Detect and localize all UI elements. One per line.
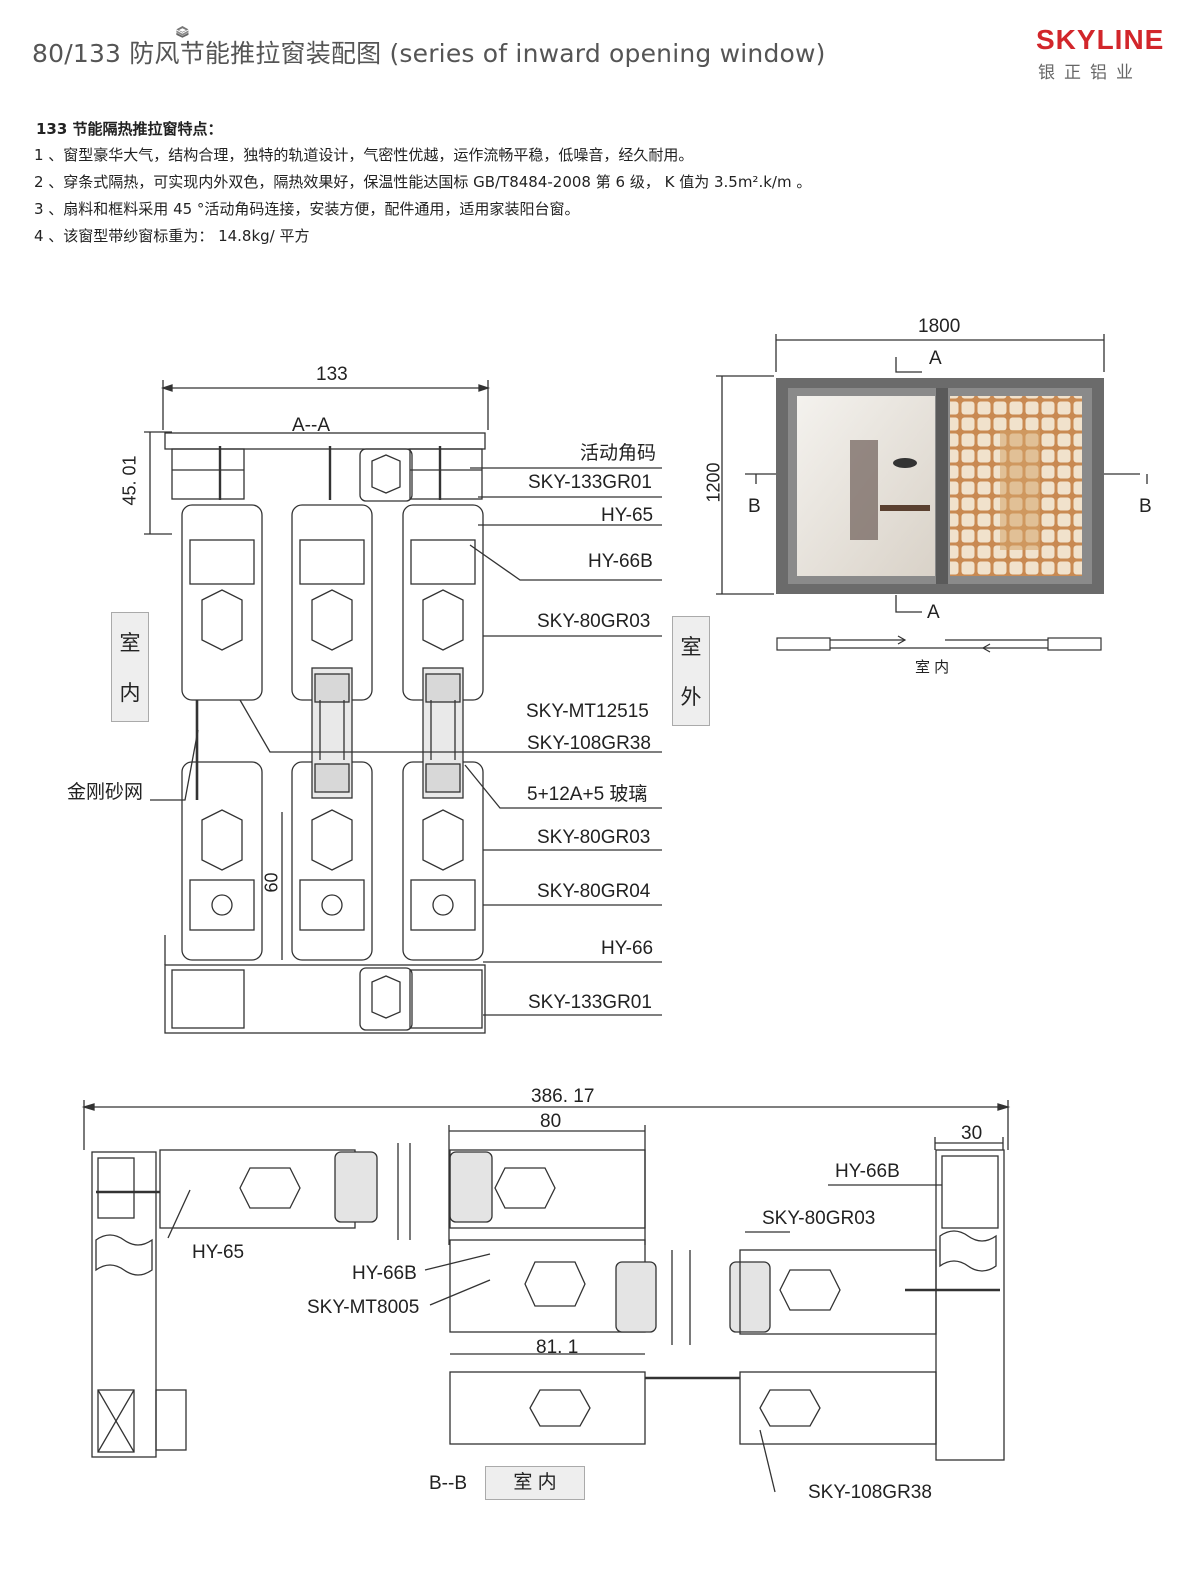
elev-mark-a: A [929,348,942,369]
aa-section-label: A--A [292,415,330,436]
aa-part-label: HY-65 [601,505,654,526]
bb-dim-80: 80 [540,1111,562,1132]
aa-dim-width: 133 [316,364,348,385]
outdoor-char: 室 [680,635,702,659]
aa-part-label: SKY-80GR04 [537,881,651,902]
aa-part-label: 5+12A+5 玻璃 [527,784,648,805]
elev-mark-a: A [927,602,940,623]
aa-part-label: HY-66B [588,551,653,572]
bb-indoor-tag: 室 内 [485,1466,585,1500]
bb-dim-30: 30 [961,1123,983,1144]
aa-part-label: HY-66 [601,938,654,959]
window-elevation [716,334,1148,653]
section-aa-drawing [144,380,662,1034]
elev-mark-b: B [748,496,761,517]
elev-mark-b: B [1139,496,1152,517]
bb-section-label: B--B [429,1473,467,1494]
aa-part-label: 活动角码 [580,443,657,464]
bb-dim-81: 81. 1 [536,1337,579,1358]
aa-dim-height: 45. 01 [119,455,140,506]
feature-item: 3 、扇料和框料采用 45 °活动角码连接，安装方便，配件通用，适用家装阳台窗。 [34,200,580,218]
feature-item: 4 、该窗型带纱窗标重为： 14.8kg/ 平方 [34,227,310,245]
brand-chinese: 银正铝业 [1038,63,1142,83]
brand-name: SKYLINE [1036,24,1165,55]
aa-part-label: SKY-133GR01 [528,472,652,493]
aa-part-label: SKY-108GR38 [527,733,651,754]
indoor-char: 内 [119,681,141,705]
feature-item: 1 、窗型豪华大气，结构合理，独特的轨道设计，气密性优越，运作流畅平稳，低噪音，… [34,146,694,164]
outdoor-char: 外 [680,685,702,709]
bb-part-label: HY-66B [352,1263,417,1284]
outdoor-tag: 室 外 [672,616,710,726]
aa-part-label: SKY-80GR03 [537,611,651,632]
page-title: 80/133 防风节能推拉窗装配图 (series of inward open… [32,39,826,68]
bb-part-label: SKY-108GR38 [808,1482,932,1503]
elev-indoor-label: 室 内 [915,659,950,676]
feature-item: 2 、穿条式隔热，可实现内外双色，隔热效果好，保温性能达国标 GB/T8484-… [34,173,812,191]
bb-part-label: SKY-MT8005 [307,1297,420,1318]
screen-mesh-label: 金刚砂网 [67,782,144,803]
bb-part-label: SKY-80GR03 [762,1208,876,1229]
section-bb-drawing [81,1100,1011,1493]
aa-dim-60: 60 [261,872,282,893]
aa-part-label: SKY-MT12515 [526,701,649,722]
aa-part-label: SKY-80GR03 [537,827,651,848]
elev-dim-height: 1200 [703,462,724,503]
indoor-tag: 室 内 [111,612,149,722]
bb-part-label: HY-65 [192,1242,245,1263]
indoor-char: 室 [119,631,141,655]
skyline-logo-icon [176,26,189,38]
features-heading: 133 节能隔热推拉窗特点： [36,120,223,138]
elev-dim-width: 1800 [918,316,961,337]
bb-part-label: HY-66B [835,1161,900,1182]
bb-dim-total: 386. 17 [531,1086,595,1107]
aa-part-label: SKY-133GR01 [528,992,652,1013]
